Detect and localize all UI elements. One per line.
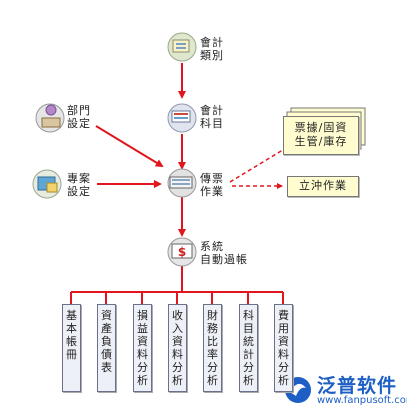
dashed-voucher-to-docs xyxy=(229,144,292,183)
logo-brand: 泛普软件 xyxy=(317,375,398,397)
label-project-setup: 專案 設定 xyxy=(67,172,91,198)
icon-accounting-subject xyxy=(167,103,197,133)
label-accounting-subject: 會計 科目 xyxy=(200,104,224,130)
doc-stack-text: 票據/固資 生管/庫存 xyxy=(294,121,348,148)
report-item: 損益資料分析 xyxy=(133,304,152,392)
offset-entry-box: 立沖作業 xyxy=(287,176,359,197)
report-label: 收入資料分析 xyxy=(172,309,183,387)
report-label: 損益資料分析 xyxy=(137,309,148,387)
label-auto-posting: 系統 自動過帳 xyxy=(200,240,248,266)
doc-stack-box: 票據/固資 生管/庫存 xyxy=(283,116,359,155)
report-label: 科目統計分析 xyxy=(243,309,254,387)
icon-accounting-category xyxy=(167,32,197,62)
report-item: 基本帳冊 xyxy=(62,304,81,392)
logo: 泛普软件 www.fanpusoft.com xyxy=(283,371,407,411)
report-item: 費用資料分析 xyxy=(274,304,293,392)
icon-auto-posting: $ xyxy=(167,237,197,267)
label-voucher-entry: 傳票 作業 xyxy=(200,172,224,198)
icon-department-setup xyxy=(35,103,65,133)
icon-voucher-entry xyxy=(167,168,197,198)
report-label: 基本帳冊 xyxy=(66,309,77,361)
report-label: 資產負債表 xyxy=(101,309,112,374)
offset-entry-text: 立沖作業 xyxy=(299,179,347,192)
label-accounting-category: 會計 類別 xyxy=(200,36,224,62)
report-item: 科目統計分析 xyxy=(239,304,258,392)
report-item: 資產負債表 xyxy=(97,304,116,392)
report-label: 費用資料分析 xyxy=(278,309,289,387)
logo-url: www.fanpusoft.com xyxy=(317,395,407,406)
svg-text:$: $ xyxy=(178,245,186,259)
report-item: 收入資料分析 xyxy=(168,304,187,392)
icon-project-setup xyxy=(32,169,62,199)
report-label: 財務比率分析 xyxy=(207,309,218,387)
label-department-setup: 部門 設定 xyxy=(67,104,91,130)
report-item: 財務比率分析 xyxy=(203,304,222,392)
arrow-department-to-voucher xyxy=(95,125,164,168)
